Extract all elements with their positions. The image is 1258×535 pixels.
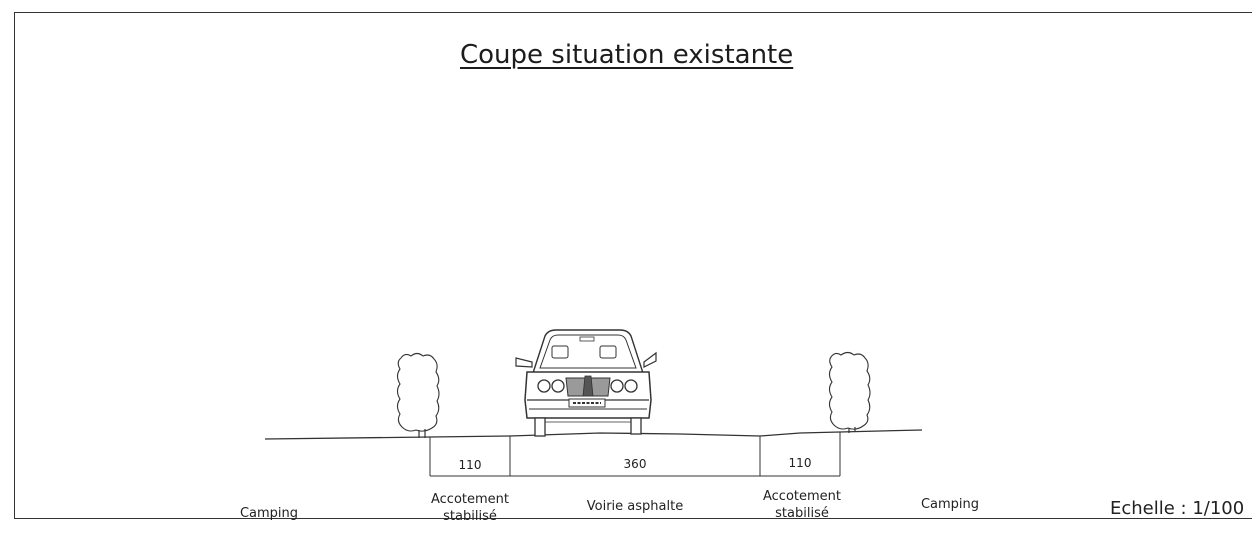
label-shoulder-right: Accotement stabilisé [746,488,858,522]
dimension-right-shoulder: 110 [788,456,812,470]
tree-icon [396,352,440,438]
drawing-title: Coupe situation existante [460,40,794,70]
dimension-left-shoulder: 110 [458,458,482,472]
drawing-frame [14,12,1252,519]
ground-line [264,429,923,440]
label-camping-right: Camping [920,497,980,512]
label-road: Voirie asphalte [586,499,684,514]
car-icon [515,329,657,437]
label-shoulder-right-line1: Accotement [762,489,841,504]
label-shoulder-left-line2: stabilisé [443,509,497,524]
label-shoulder-right-line2: stabilisé [775,506,829,521]
scale-label: Echelle : 1/100 [1110,498,1245,519]
dimension-road: 360 [623,457,647,471]
label-camping-left: Camping [239,506,299,521]
label-shoulder-left: Accotement stabilisé [414,491,526,525]
tree-icon [828,351,871,433]
label-shoulder-left-line1: Accotement [430,492,509,507]
